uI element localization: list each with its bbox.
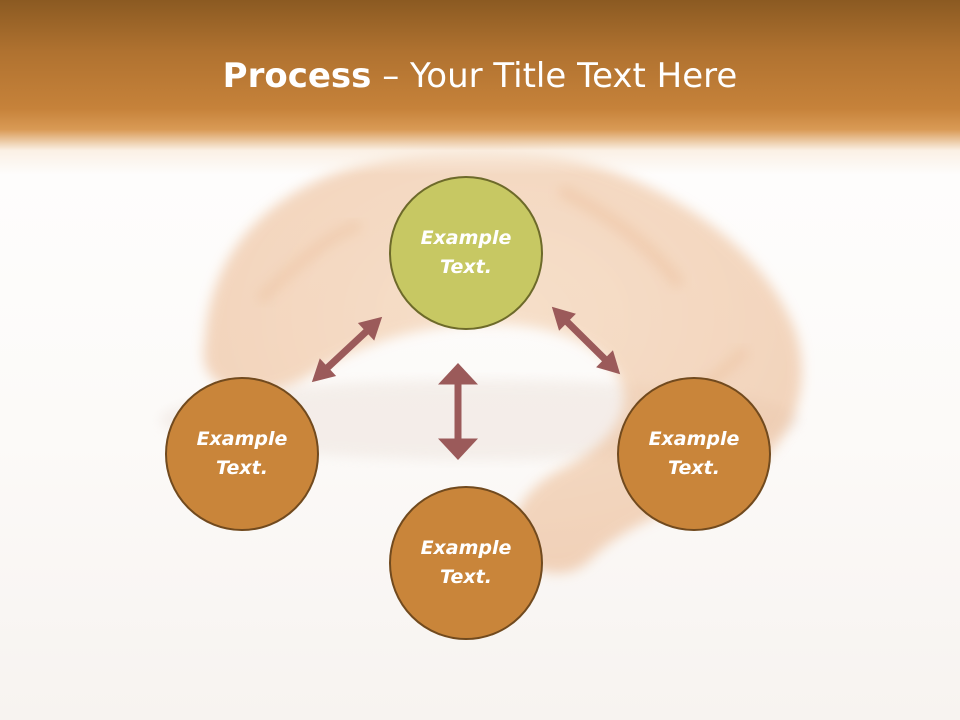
node-bottom-label: Example Text. [420,537,512,588]
node-right-label: Example Text. [648,428,740,479]
process-node-left: Example Text. [165,377,319,531]
process-node-bottom: Example Text. [389,486,543,640]
double-arrow-right [551,306,621,375]
slide-title: Process – Your Title Text Here [0,52,960,100]
double-arrow-left [311,316,383,383]
process-node-top: Example Text. [389,176,543,330]
node-left-label: Example Text. [196,428,288,479]
title-rest: Your Title Text Here [410,56,738,96]
title-bold: Process [222,56,372,96]
process-node-right: Example Text. [617,377,771,531]
double-arrow-vertical [438,363,478,460]
node-top-label: Example Text. [420,227,512,278]
title-dash: – [371,56,411,96]
header-band [0,0,960,175]
